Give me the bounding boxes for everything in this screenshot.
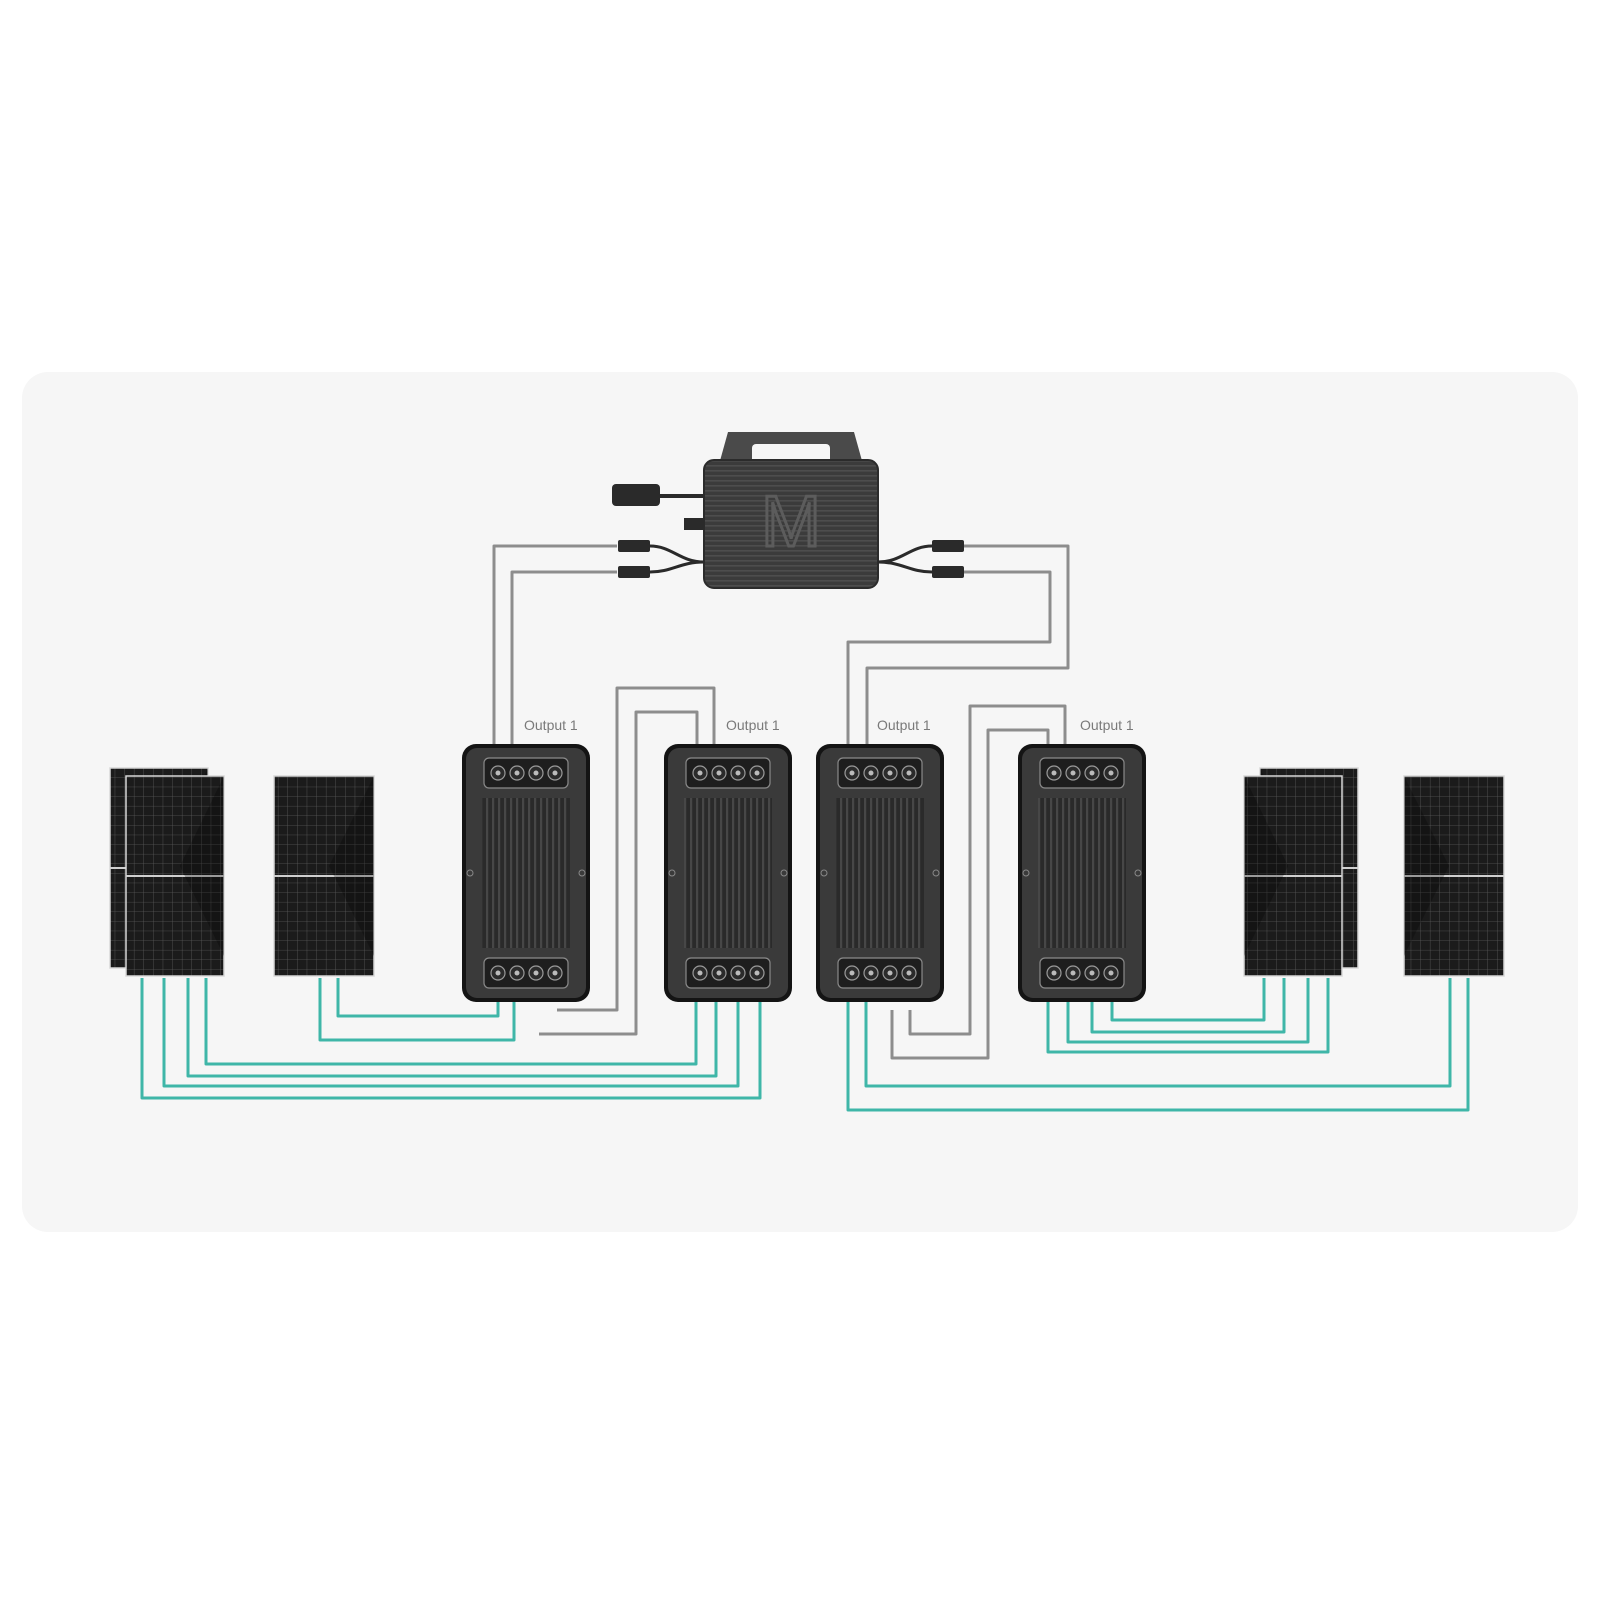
pv-cable-12 [846, 978, 1470, 1112]
output-label: Output 1 [726, 717, 780, 733]
ac-cables [492, 544, 1070, 1060]
top-port-block [1039, 757, 1125, 789]
solar-panel-icon [273, 775, 375, 977]
mount-hole-icon [820, 869, 828, 877]
output-labels: Output 1 Output 1 Output 1 Output 1 [524, 717, 1134, 733]
mount-hole-icon [1022, 869, 1030, 877]
top-port-block [837, 757, 923, 789]
pv-cable-9 [1066, 978, 1310, 1044]
inverter-to-device3-cable-b [846, 570, 1052, 750]
pv-cables [140, 978, 1470, 1112]
bottom-port-block [1039, 957, 1125, 989]
mount-hole-icon [578, 869, 586, 877]
mount-hole-icon [466, 869, 474, 877]
ac-plug-icon [612, 484, 660, 506]
dc-connector-icon [932, 566, 964, 578]
output-label: Output 1 [877, 717, 931, 733]
mount-hole-icon [668, 869, 676, 877]
dc-connector-icon [932, 540, 964, 552]
inverter-to-device1-cable-b [510, 570, 617, 750]
bottom-port-block [483, 957, 569, 989]
dc-connector-icon [618, 540, 650, 552]
top-port-block [685, 757, 771, 789]
antenna-port-icon [684, 518, 704, 530]
pv-cable-7 [1110, 978, 1266, 1022]
pv-cable-2 [318, 978, 516, 1042]
heat-sink-fins [684, 798, 772, 948]
mount-hole-icon [1134, 869, 1142, 877]
output-label: Output 1 [524, 717, 578, 733]
heat-sink-fins [482, 798, 570, 948]
inverter-to-device1-cable-a [492, 544, 617, 750]
device1-to-device2-cable-a [557, 686, 716, 1012]
solar-panels [109, 767, 1505, 977]
power-device-4 [1018, 744, 1146, 1002]
bottom-port-block [685, 957, 771, 989]
power-device-2 [664, 744, 792, 1002]
micro-inverter: M [612, 432, 964, 589]
heat-sink-fins [1038, 798, 1126, 948]
pv-cable-5 [162, 978, 740, 1088]
device3-to-device4-cable-b [890, 728, 1050, 1060]
micro-inverter-icon: M [612, 432, 964, 589]
solar-panel-icon [125, 775, 225, 977]
bottom-port-block [837, 957, 923, 989]
device1-to-device2-cable-b [539, 710, 699, 1036]
power-device-3 [816, 744, 944, 1002]
heat-sink-fins [836, 798, 924, 948]
mount-hole-icon [780, 869, 788, 877]
device3-to-device4-cable-a [908, 704, 1067, 1036]
pv-cable-8 [1090, 978, 1286, 1034]
pv-cable-10 [1046, 978, 1330, 1054]
output-label: Output 1 [1080, 717, 1134, 733]
inverter-to-device3-cable-a [865, 544, 1070, 750]
pv-cable-3 [204, 978, 698, 1066]
mount-hole-icon [932, 869, 940, 877]
inverter-logo: M [761, 482, 821, 562]
top-port-block [483, 757, 569, 789]
pv-cable-11 [864, 978, 1452, 1088]
power-device-1 [462, 744, 590, 1002]
power-devices [462, 744, 1146, 1002]
pv-cable-4 [186, 978, 718, 1078]
solar-panel-icon [1243, 775, 1343, 977]
pv-cable-6 [140, 978, 762, 1100]
solar-panel-icon [1403, 775, 1505, 977]
dc-connector-icon [618, 566, 650, 578]
